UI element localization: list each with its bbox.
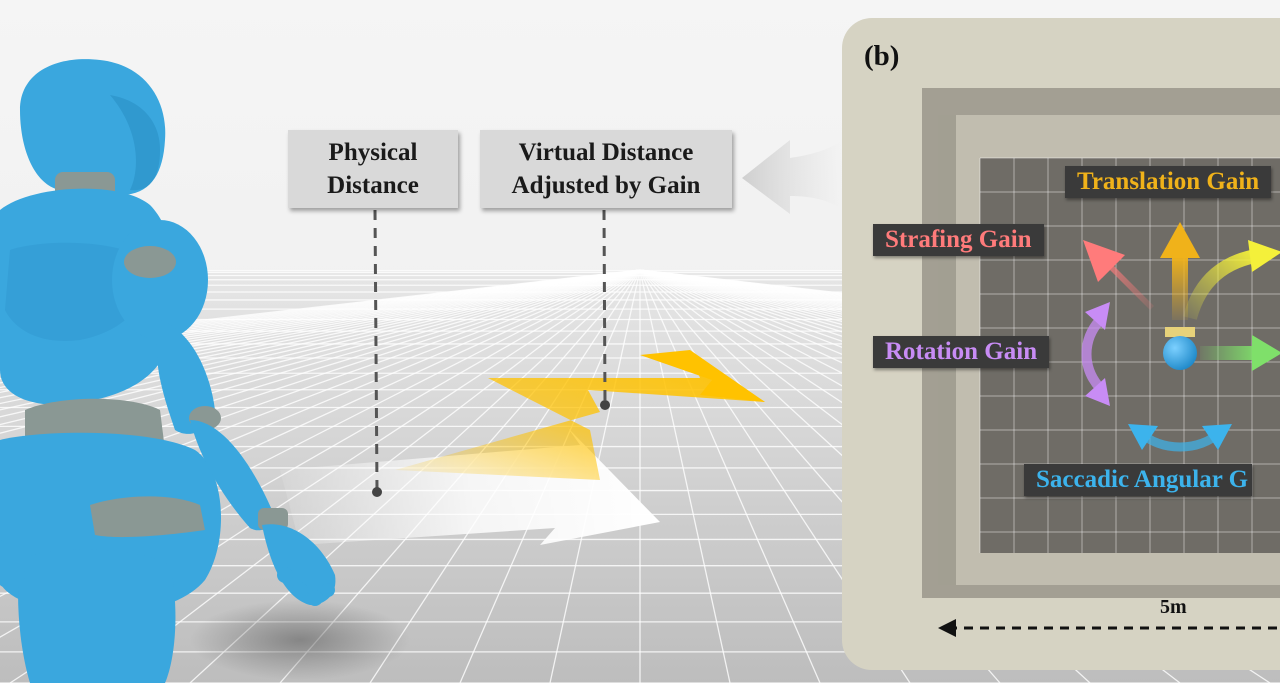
green-arrow-head <box>1252 335 1280 371</box>
rotation-gain-label: Rotation Gain <box>873 336 1050 368</box>
avatar-forearm <box>190 420 274 531</box>
floor-grid-line <box>0 269 641 467</box>
dimension-arrow-head <box>938 619 956 637</box>
floor-grid-line <box>0 269 641 455</box>
rotation-arc <box>1081 316 1104 392</box>
floor-grid-line <box>0 269 641 434</box>
floor-grid-line <box>0 269 641 384</box>
avatar-head <box>20 59 166 196</box>
physical-label-line1: Physical <box>328 139 418 166</box>
floor-grid-line <box>639 269 821 683</box>
virtual-distance-arrow-body <box>395 352 765 480</box>
floor-grid-line <box>0 269 641 389</box>
avatar <box>0 59 336 683</box>
physical-leader-dot <box>372 487 382 497</box>
yellow-curve-head <box>1248 240 1280 272</box>
avatar-hand <box>258 508 336 606</box>
avatar-shadow <box>190 600 410 680</box>
saccadic-head-left <box>1128 424 1158 450</box>
virtual-label-line2: Adjusted by Gain <box>511 172 701 199</box>
floor-grid-line <box>0 269 641 444</box>
floor-grid-line <box>0 269 641 380</box>
connector-arrow <box>742 140 842 214</box>
rotation-head-top <box>1085 302 1110 330</box>
avatar-visor <box>110 95 160 191</box>
strafing-arrow-head <box>1083 240 1125 282</box>
rotation-head-bottom <box>1085 378 1110 406</box>
virtual-arrow-head <box>640 350 765 402</box>
saccadic-head-right <box>1202 424 1232 450</box>
avatar-leg-band <box>90 496 205 538</box>
avatar-upper-arm <box>156 320 215 434</box>
green-arrow-stem <box>1200 346 1260 360</box>
panel-title: (b) <box>864 40 900 72</box>
translation-arrow-stem <box>1172 255 1188 320</box>
floor-grid-line <box>0 269 641 399</box>
translation-arrow-head <box>1160 222 1200 258</box>
floor-grid-line <box>0 269 641 411</box>
floor-grid-line <box>0 269 641 426</box>
dimension-label: 5m <box>1160 596 1187 618</box>
physical-distance-label: Physical Distance <box>288 130 458 208</box>
strafing-gain-label: Strafing Gain <box>873 224 1044 256</box>
virtual-leader-dot <box>600 400 610 410</box>
saccadic-gain-label: Saccadic Angular G <box>1024 464 1253 496</box>
physical-label-line2: Distance <box>327 172 419 199</box>
floor-grid-line <box>0 269 641 369</box>
virtual-distance-label: Virtual Distance Adjusted by Gain <box>480 130 732 208</box>
translation-gain-label: Translation Gain <box>1065 166 1272 198</box>
avatar-shoulder-joint <box>124 246 176 278</box>
floor-grid-line <box>0 269 641 372</box>
floor-grid-line <box>0 269 641 394</box>
user-marker-base <box>1165 327 1195 337</box>
avatar-left-arm <box>0 540 25 589</box>
floor-grid-line <box>0 269 641 418</box>
floor-grid-line <box>639 269 731 683</box>
avatar-leg <box>18 549 176 683</box>
virtual-leader-line <box>602 209 607 404</box>
floor-grid-line <box>0 269 641 405</box>
virtual-label-line1: Virtual Distance <box>518 139 694 166</box>
user-marker <box>1163 336 1197 370</box>
floor-grid-line <box>0 269 641 376</box>
